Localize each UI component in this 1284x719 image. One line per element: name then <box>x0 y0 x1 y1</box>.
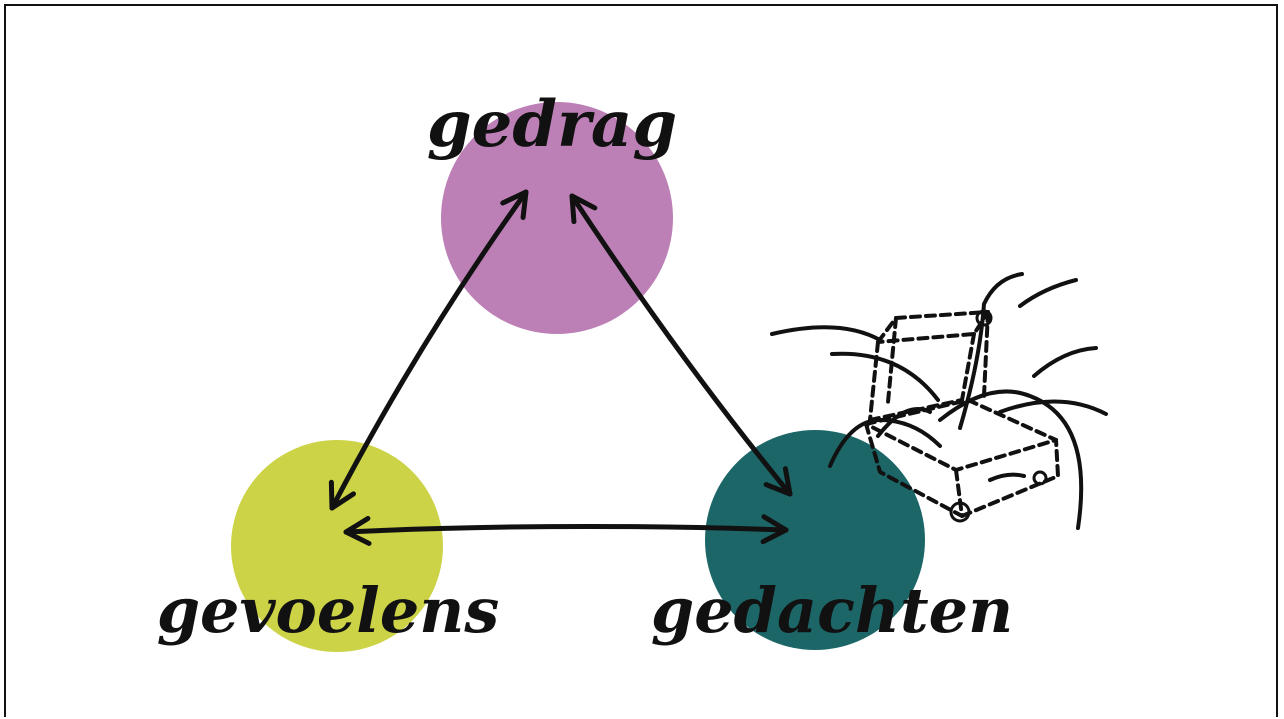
gedrag-label: gedrag <box>427 87 677 162</box>
arrow-gedrag-gedachten <box>569 193 793 497</box>
gedachten-label: gedachten <box>651 574 1013 647</box>
open-suitcase-icon <box>770 272 1108 530</box>
arrow-gevoelens-gedrag <box>328 189 529 511</box>
gevoelens-label: gevoelens <box>157 574 500 647</box>
arrow-gevoelens-gedachten <box>343 514 789 546</box>
